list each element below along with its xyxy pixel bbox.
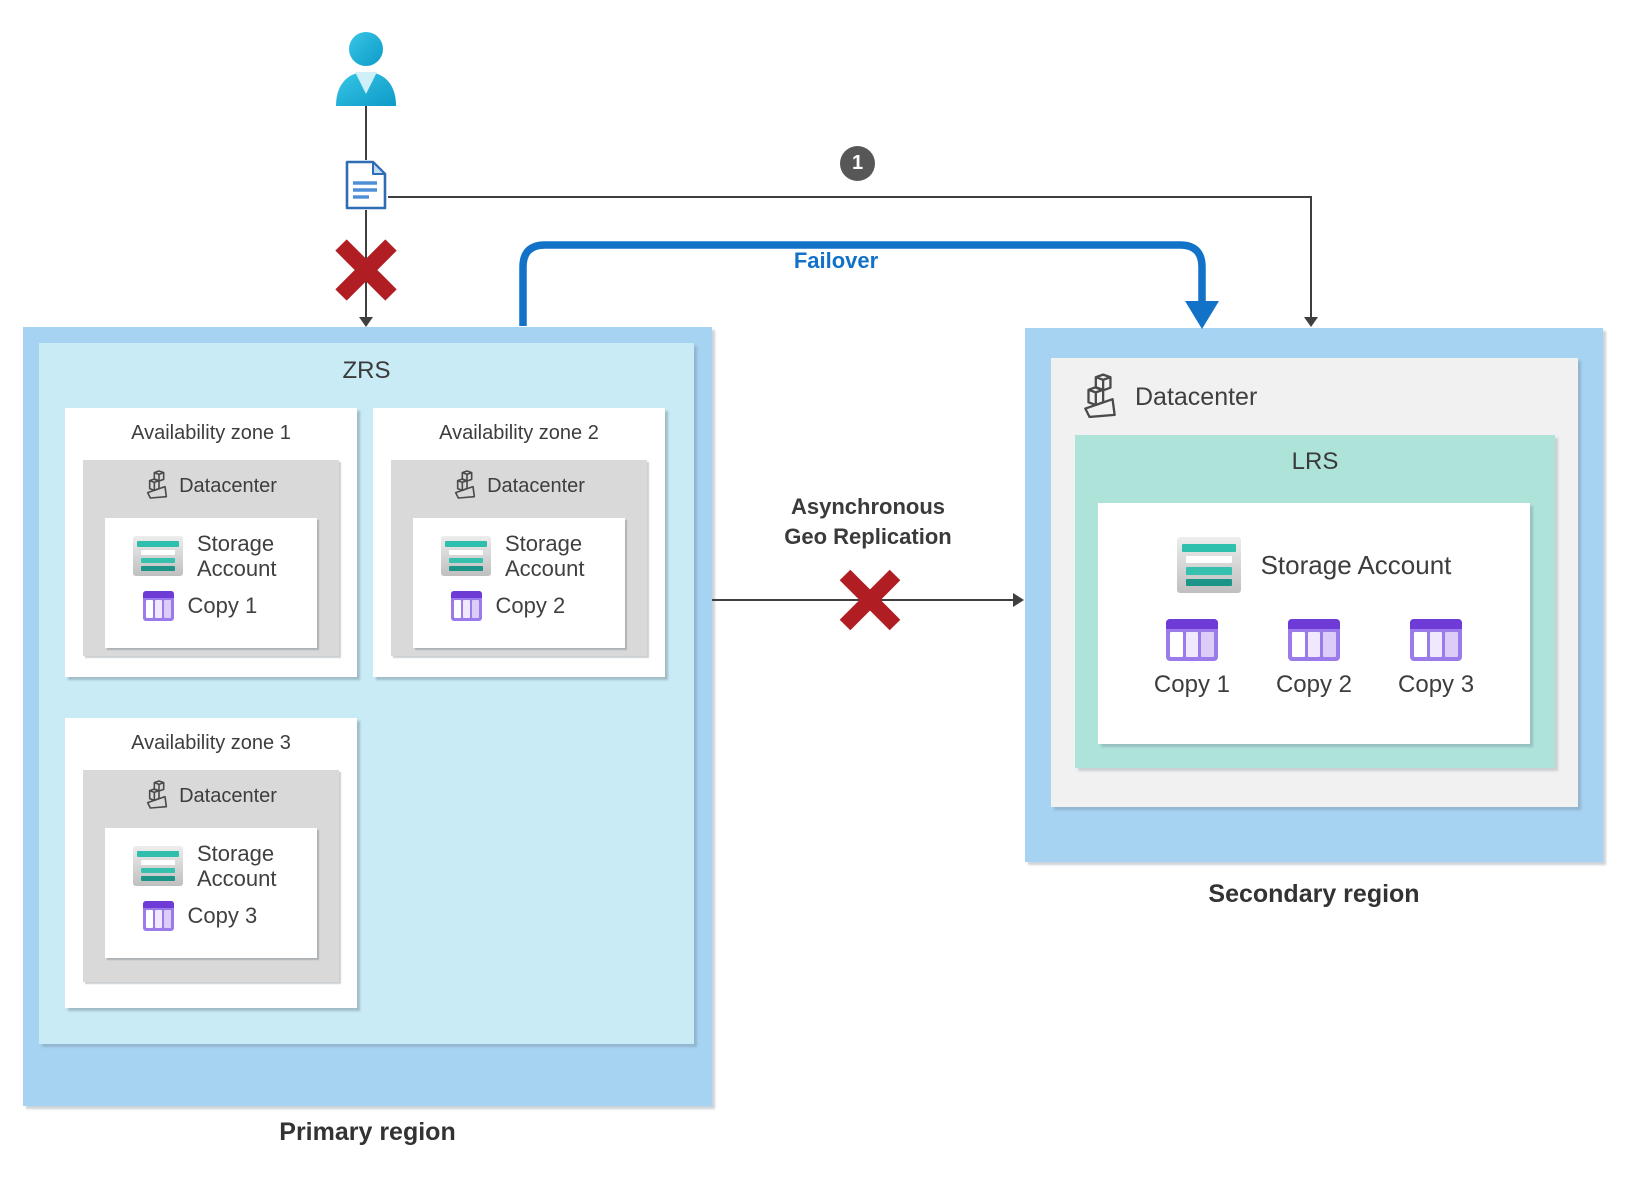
copy-icon bbox=[1165, 619, 1218, 661]
lrs-box: LRS Storage Account Copy 1 Copy 2 bbox=[1075, 435, 1555, 768]
storage-account-label: Storage Account bbox=[1260, 549, 1452, 580]
zone-datacenter-header: Datacenter bbox=[83, 469, 339, 504]
copy-item: Copy 3 bbox=[1398, 619, 1474, 699]
copy-item: Copy 2 bbox=[1276, 619, 1352, 699]
storage-account-row: Storage Account bbox=[105, 841, 317, 892]
zrs-box: ZRS Availability zone 1 bbox=[39, 343, 694, 1044]
datacenter-label: Datacenter bbox=[179, 785, 277, 807]
storage-card: Storage Account Copy 2 bbox=[413, 518, 625, 648]
copy-icon bbox=[142, 900, 174, 931]
zone-title: Availability zone 2 bbox=[439, 422, 599, 444]
datacenter-icon bbox=[1081, 372, 1119, 423]
secondary-storage-card: Storage Account Copy 1 Copy 2 bbox=[1098, 503, 1530, 744]
availability-zone-2: Availability zone 2 bbox=[373, 408, 665, 677]
secondary-region-label: Secondary region bbox=[1208, 880, 1420, 908]
copy-item: Copy 1 bbox=[1154, 619, 1230, 699]
availability-zone-3: Availability zone 3 bbox=[65, 718, 357, 1008]
failover-arrowhead bbox=[1185, 301, 1219, 329]
datacenter-icon bbox=[145, 779, 169, 814]
primary-region-label: Primary region bbox=[279, 1118, 456, 1146]
zone-title: Availability zone 1 bbox=[131, 422, 291, 444]
copy-row: Copy 2 bbox=[413, 590, 625, 621]
copy-label: Copy 1 bbox=[187, 592, 258, 618]
failover-label: Failover bbox=[793, 248, 879, 273]
storage-account-icon bbox=[441, 536, 491, 577]
copy-icon bbox=[450, 590, 482, 621]
copy-row: Copy 3 bbox=[105, 900, 317, 931]
copies-row: Copy 1 Copy 2 Copy 3 bbox=[1098, 619, 1530, 699]
geo-replication-line1: Asynchronous bbox=[790, 494, 946, 519]
zone-title: Availability zone 3 bbox=[131, 732, 291, 754]
copy-label: Copy 2 bbox=[1275, 671, 1353, 698]
copy-row: Copy 1 bbox=[105, 590, 317, 621]
zone-datacenter-header: Datacenter bbox=[83, 779, 339, 814]
storage-account-label: Storage Account bbox=[505, 531, 585, 582]
copy-label: Copy 2 bbox=[495, 592, 566, 618]
primary-region-box: ZRS Availability zone 1 bbox=[23, 327, 712, 1106]
geo-replication-label: Asynchronous Geo Replication bbox=[718, 492, 1018, 552]
storage-account-icon bbox=[1176, 537, 1241, 593]
storage-account-label: Storage Account bbox=[197, 841, 277, 892]
storage-account-icon bbox=[133, 846, 183, 887]
write-request-arrowhead bbox=[359, 317, 373, 327]
storage-account-row: Storage Account bbox=[105, 531, 317, 582]
datacenter-label: Datacenter bbox=[1135, 383, 1258, 411]
storage-account-icon bbox=[133, 536, 183, 577]
copy-label: Copy 3 bbox=[187, 902, 258, 928]
zone-datacenter-box: Datacenter Storage Account Copy 3 bbox=[83, 770, 339, 982]
zrs-title: ZRS bbox=[342, 357, 391, 384]
storage-card: Storage Account Copy 1 bbox=[105, 518, 317, 648]
secondary-region-box: Datacenter LRS Storage Account Copy 1 bbox=[1025, 328, 1603, 862]
lrs-title: LRS bbox=[1291, 448, 1339, 475]
storage-account-row: Storage Account bbox=[1098, 537, 1530, 593]
step-1-badge: 1 bbox=[840, 146, 875, 181]
copy-label: Copy 1 bbox=[1153, 671, 1230, 698]
copy-icon bbox=[1287, 619, 1340, 661]
geo-replication-arrowhead bbox=[1013, 593, 1024, 607]
storage-card: Storage Account Copy 3 bbox=[105, 828, 317, 958]
storage-account-row: Storage Account bbox=[413, 531, 625, 582]
datacenter-label: Datacenter bbox=[487, 475, 585, 497]
replication-blocked-x-icon bbox=[839, 569, 901, 631]
storage-account-label: Storage Account bbox=[197, 531, 277, 582]
secondary-datacenter-box: Datacenter LRS Storage Account Copy 1 bbox=[1051, 358, 1578, 807]
datacenter-icon bbox=[453, 469, 477, 504]
zone-datacenter-box: Datacenter Storage Account Copy 1 bbox=[83, 460, 339, 656]
read-request-arrowhead bbox=[1304, 317, 1318, 327]
copy-label: Copy 3 bbox=[1398, 671, 1475, 698]
datacenter-label: Datacenter bbox=[179, 475, 277, 497]
zone-datacenter-header: Datacenter bbox=[391, 469, 647, 504]
datacenter-icon bbox=[145, 469, 169, 504]
secondary-datacenter-header: Datacenter bbox=[1081, 372, 1257, 423]
user-icon bbox=[330, 30, 402, 106]
copy-icon bbox=[1410, 619, 1463, 661]
write-blocked-x-icon bbox=[335, 239, 397, 301]
document-icon bbox=[344, 160, 388, 210]
availability-zone-1: Availability zone 1 bbox=[65, 408, 357, 677]
copy-icon bbox=[142, 590, 174, 621]
geo-replication-line2: Geo Replication bbox=[784, 524, 952, 549]
zone-datacenter-box: Datacenter Storage Account Copy 2 bbox=[391, 460, 647, 656]
